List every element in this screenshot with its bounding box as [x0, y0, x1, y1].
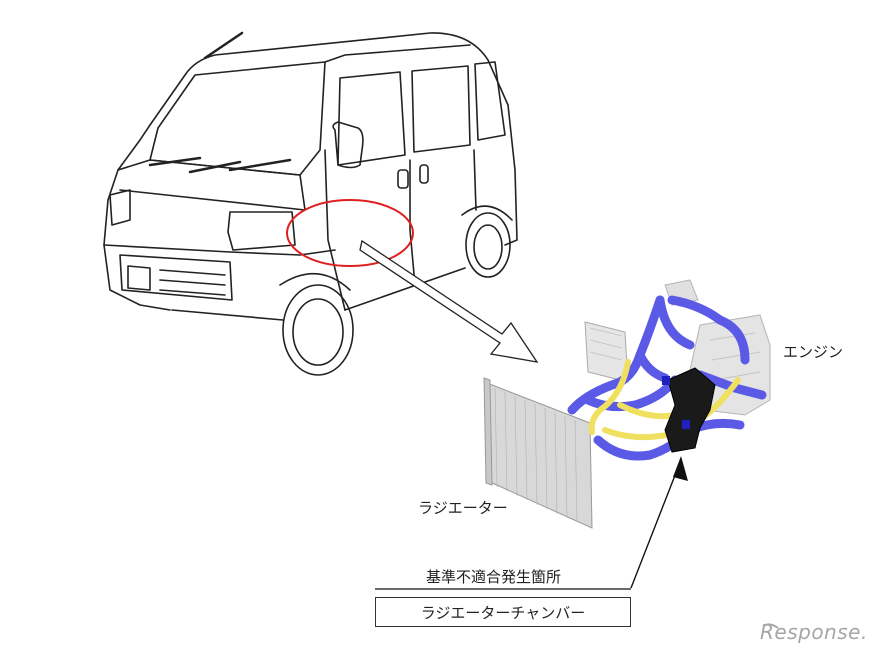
- issue-location-label: 基準不適合発生箇所: [426, 568, 562, 586]
- logo-swoosh: [762, 623, 779, 629]
- part-name-label: ラジエーターチャンバー: [420, 603, 586, 622]
- radiator-assembly: [483, 279, 771, 529]
- callout-leader: [630, 459, 682, 589]
- part-name-box: ラジエーターチャンバー: [375, 597, 631, 627]
- callout-arrowhead: [673, 456, 688, 481]
- pointer-arrow: [359, 239, 539, 363]
- engine-label: エンジン: [783, 343, 844, 361]
- van-illustration: [103, 31, 518, 376]
- radiator-label: ラジエーター: [418, 499, 508, 517]
- radiator-chamber: [664, 367, 716, 453]
- highlight-ellipse: [286, 199, 414, 267]
- response-logo: Response.: [760, 620, 868, 644]
